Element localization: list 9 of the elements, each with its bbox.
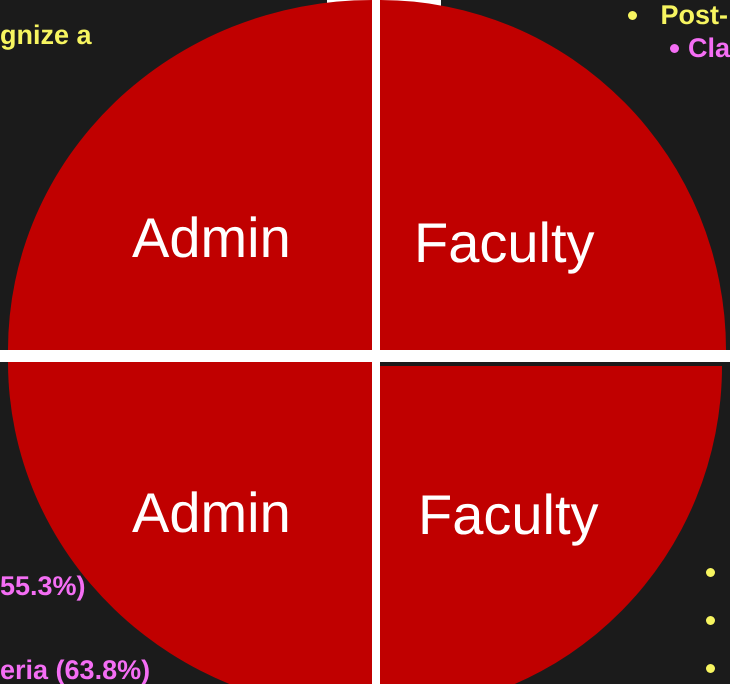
quadrant-label: Faculty: [418, 482, 598, 547]
quadrant-shape: [380, 366, 722, 684]
text-fragment: Post-: [660, 0, 728, 30]
quadrant-label: Admin: [132, 480, 291, 545]
quadrant-label: Admin: [132, 205, 291, 270]
text-fragment: Cla: [688, 33, 730, 63]
text-fragment: gnize a: [0, 20, 92, 50]
quadrant-label: Faculty: [414, 210, 594, 275]
text-fragment: 55.3%): [0, 571, 86, 601]
